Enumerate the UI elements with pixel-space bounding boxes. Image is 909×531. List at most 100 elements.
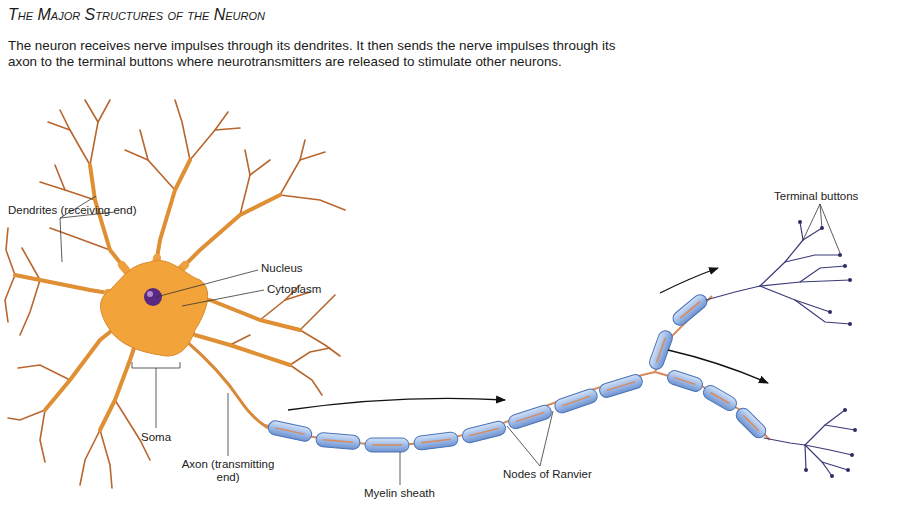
terminal-button xyxy=(843,264,847,268)
myelin-segment xyxy=(598,373,644,399)
myelin-segment xyxy=(507,404,553,431)
axon-core xyxy=(680,302,700,319)
myelin-segment xyxy=(733,405,768,440)
leader-line xyxy=(803,204,820,240)
dendrite xyxy=(250,160,270,175)
axon-core xyxy=(421,439,451,443)
axon-core xyxy=(372,444,402,446)
leader-lines xyxy=(60,196,840,485)
dendrite xyxy=(100,430,112,488)
axon-core xyxy=(675,378,696,385)
myelin-segment xyxy=(365,438,409,452)
nucleus-highlight xyxy=(147,291,153,297)
axon-core xyxy=(275,428,304,434)
leader-line xyxy=(820,204,840,253)
part-label: Soma xyxy=(141,431,171,444)
dendrite xyxy=(50,228,110,250)
axon-core xyxy=(516,412,545,421)
leader-line xyxy=(507,426,540,466)
terminal-button xyxy=(846,468,850,472)
myelin-segment xyxy=(413,431,458,450)
terminal-button xyxy=(850,453,854,457)
terminal-branch xyxy=(800,222,803,240)
terminal-button xyxy=(843,408,847,412)
dendrite xyxy=(240,150,250,215)
myelin-segment xyxy=(413,431,458,450)
terminal-button xyxy=(838,253,842,257)
axon-core xyxy=(743,415,759,431)
part-label: Myelin sheath xyxy=(364,487,435,500)
dendrite xyxy=(90,100,110,165)
dendrite xyxy=(300,295,335,330)
myelin-segment xyxy=(733,405,768,440)
leader-line xyxy=(228,393,229,456)
myelin-segment xyxy=(507,404,553,431)
leader-line xyxy=(156,270,258,297)
terminal-button xyxy=(848,322,852,326)
dendrite xyxy=(60,110,90,165)
axon-core xyxy=(710,393,729,404)
myelin-segment xyxy=(365,438,409,452)
soma xyxy=(101,261,208,356)
dendrite xyxy=(190,112,228,160)
dendrite xyxy=(280,195,345,210)
soma-bracket xyxy=(132,362,180,368)
dendrite xyxy=(20,280,40,335)
part-label: Cytoplasm xyxy=(267,283,321,296)
terminal-branch xyxy=(760,286,830,312)
dendrite xyxy=(48,122,70,130)
terminal-buttons xyxy=(798,220,857,478)
dendrite xyxy=(40,410,45,462)
myelin-sheath xyxy=(267,292,769,452)
dendrite xyxy=(40,182,95,200)
dendrite xyxy=(8,410,45,420)
myelin-segment xyxy=(461,420,507,444)
terminal-branch xyxy=(805,445,832,476)
myelin-segment xyxy=(553,387,599,415)
terminal-branch xyxy=(706,286,760,300)
myelin-segment xyxy=(315,432,360,450)
leader-line xyxy=(60,218,62,262)
axon xyxy=(185,340,268,428)
diagram-caption: The neuron receives nerve impulses throu… xyxy=(8,38,648,70)
dendrite xyxy=(125,150,148,160)
myelin-segment xyxy=(666,369,705,393)
myelin-segment xyxy=(701,383,739,413)
impulse-arrows xyxy=(288,268,768,410)
impulse-arrow xyxy=(668,350,768,383)
myelin-segment xyxy=(315,432,360,450)
impulse-arrow xyxy=(288,398,505,410)
terminal-button xyxy=(853,428,857,432)
nucleus xyxy=(144,288,162,306)
terminal-branch xyxy=(760,240,803,286)
dendrite xyxy=(140,130,175,190)
part-label: Nucleus xyxy=(261,262,303,275)
dendrite xyxy=(5,275,15,322)
leader-line xyxy=(182,290,264,306)
terminal-branch xyxy=(805,445,806,470)
myelin-segment xyxy=(267,420,313,443)
terminal-button xyxy=(848,278,852,282)
terminal-branch xyxy=(760,280,850,286)
myelin-segment xyxy=(666,369,705,393)
part-label: Terminal buttons xyxy=(774,190,858,203)
axon-core xyxy=(657,338,666,362)
terminal-button xyxy=(798,220,802,224)
dendrite-twigs xyxy=(5,100,345,488)
myelin-segment xyxy=(267,420,313,443)
part-label: Dendrites (receiving end) xyxy=(8,204,136,217)
dendrite xyxy=(175,100,190,160)
dendrite xyxy=(300,152,325,160)
terminal-button xyxy=(804,468,808,472)
myelin-segment xyxy=(701,383,739,413)
terminal-button xyxy=(830,474,834,478)
dendrite xyxy=(230,335,250,345)
leader-line xyxy=(400,452,401,485)
part-label: Axon (transmitting end) xyxy=(178,458,278,484)
myelin-segment xyxy=(598,373,644,399)
dendrite xyxy=(290,348,330,365)
dendrite xyxy=(55,165,65,190)
dendrite-trunks xyxy=(15,160,300,430)
dendrite xyxy=(115,400,150,460)
